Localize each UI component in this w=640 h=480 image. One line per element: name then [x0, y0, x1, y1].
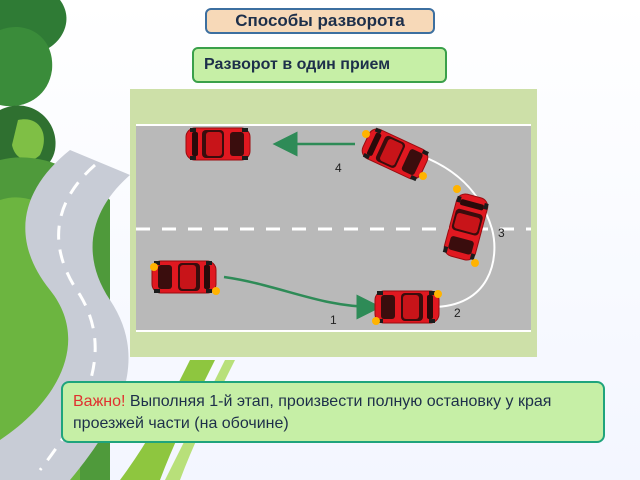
note-text: Выполняя 1-й этап, произвести полную ост… [73, 393, 552, 432]
step-label-4: 4 [335, 161, 342, 175]
step-label-1: 1 [330, 313, 337, 327]
arrow-step-1 [223, 275, 382, 320]
step-label-3: 3 [498, 226, 505, 240]
step-label-2: 2 [454, 306, 461, 320]
tree-foliage [12, 119, 44, 161]
page-title: Способы разворота [205, 8, 435, 34]
important-note: Важно! Выполняя 1-й этап, произвести пол… [61, 381, 605, 443]
car-final-position [185, 127, 251, 161]
turn-signal-markers [150, 130, 479, 325]
u-turn-diagram: 1 2 3 4 [130, 89, 537, 357]
car-start-position [151, 260, 217, 294]
car-position-2 [374, 290, 440, 324]
section-subtitle: Разворот в один прием [192, 47, 447, 83]
note-accent: Важно! [73, 393, 126, 410]
trajectory-arc [389, 146, 496, 308]
tree-foliage [0, 26, 53, 107]
